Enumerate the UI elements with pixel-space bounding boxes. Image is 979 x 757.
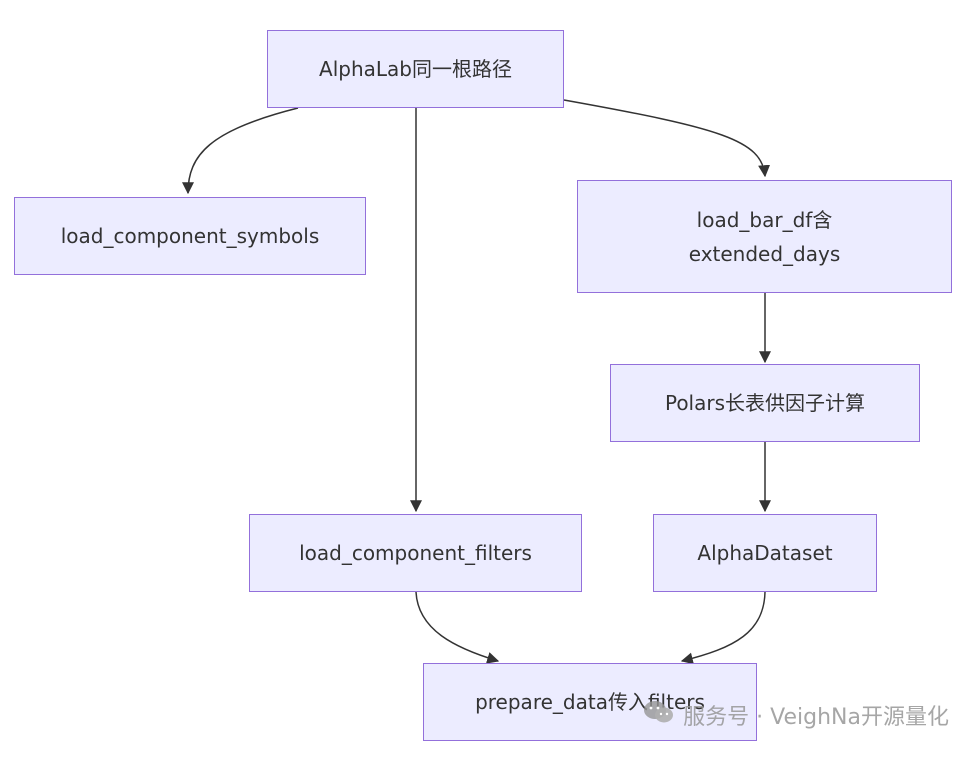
node-load-bar-df-label-line1: load_bar_df含 (696, 207, 833, 232)
node-load-bar-df: load_bar_df含 extended_days (577, 180, 952, 293)
node-polars-long-table-label: Polars长表供因子计算 (664, 391, 866, 415)
node-load-bar-df-label-line2: extended_days (688, 241, 841, 266)
node-alphalab-root-label: AlphaLab同一根路径 (319, 57, 512, 81)
watermark: 服务号 · VeighNa开源量化 (643, 699, 949, 731)
edge-filters-to-prepare (415, 591, 500, 664)
wechat-icon (643, 699, 675, 731)
edge-dataset-to-prepare (680, 591, 766, 665)
node-load-component-symbols-label: load_component_symbols (60, 224, 320, 248)
edge-root-to-bar-df (563, 99, 771, 178)
node-load-component-symbols: load_component_symbols (14, 197, 366, 275)
edge-root-to-symbols (182, 107, 299, 195)
node-prepare-data: prepare_data传入filters (423, 663, 757, 741)
node-alpha-dataset-label: AlphaDataset (697, 541, 833, 565)
watermark-text: 服务号 · VeighNa开源量化 (683, 705, 949, 730)
node-polars-long-table: Polars长表供因子计算 (610, 364, 920, 442)
node-alphalab-root: AlphaLab同一根路径 (267, 30, 564, 108)
node-load-component-filters-label: load_component_filters (299, 541, 532, 565)
node-load-component-filters: load_component_filters (249, 514, 582, 592)
node-alpha-dataset: AlphaDataset (653, 514, 877, 592)
